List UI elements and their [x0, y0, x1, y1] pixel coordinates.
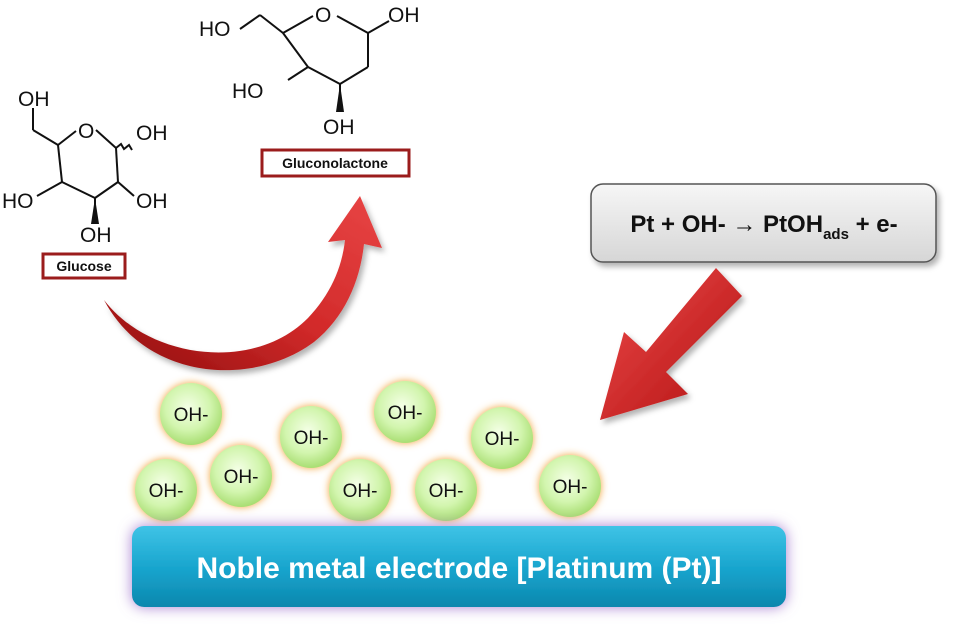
hydroxide-label: OH-: [149, 481, 184, 502]
hydroxide-bubble: [329, 459, 391, 521]
glucose-ring-oxygen: O: [78, 120, 94, 143]
glucose-oh-bottom: OH: [80, 224, 112, 247]
equation-text: Pt + OH- → PtOHads + e-: [630, 211, 897, 243]
gluconolactone-ho-top: HO: [199, 18, 231, 41]
hydroxide-label: OH-: [485, 429, 520, 450]
hydroxide-bubbles: [135, 381, 601, 521]
hydroxide-label: OH-: [553, 477, 588, 498]
gluconolactone-ho-left: HO: [232, 80, 264, 103]
gluconolactone-wedge-bond: [336, 84, 344, 112]
hydroxide-bubble: [539, 455, 601, 517]
hydroxide-label: OH-: [388, 403, 423, 424]
hydroxide-labels: OH- OH- OH- OH- OH- OH- OH- OH- OH-: [149, 403, 588, 502]
hydroxide-label: OH-: [429, 481, 464, 502]
hydroxide-bubble: [471, 407, 533, 469]
hydroxide-bubble: [415, 459, 477, 521]
gluconolactone-label-box: [260, 148, 411, 178]
gluconolactone-oh-right: OH: [388, 4, 420, 27]
hydroxide-label: OH-: [294, 428, 329, 449]
reaction-curved-arrow: [104, 196, 382, 371]
equation-box: [590, 183, 937, 263]
hydroxide-bubble: [374, 381, 436, 443]
glucose-oh-right-lower: OH: [136, 190, 168, 213]
hydroxide-label: OH-: [343, 481, 378, 502]
hydroxide-label: OH-: [224, 467, 259, 488]
hydroxide-bubble: [280, 406, 342, 468]
electrode-label: Noble metal electrode [Platinum (Pt)]: [196, 552, 721, 585]
gluconolactone-name-label: Gluconolactone: [282, 155, 388, 171]
hydroxide-bubble: [210, 445, 272, 507]
glucose-ho-left: HO: [2, 190, 34, 213]
glucose-wedge-bond: [91, 198, 99, 224]
platinum-electrode: [132, 526, 786, 607]
gluconolactone-oh-bottom: OH: [323, 116, 355, 139]
hydroxide-bubble: [135, 459, 197, 521]
gluconolactone-structure: [239, 14, 390, 110]
glucose-oh-right: OH: [136, 122, 168, 145]
hydroxide-bubble: [160, 383, 222, 445]
hydroxide-label: OH-: [174, 405, 209, 426]
gluconolactone-ring-oxygen: O: [315, 4, 331, 27]
glucose-oh-top: OH: [18, 88, 50, 111]
glucose-label-box: [41, 252, 127, 280]
diagonal-red-arrow: [600, 268, 742, 420]
glucose-name-label: Glucose: [56, 258, 111, 274]
